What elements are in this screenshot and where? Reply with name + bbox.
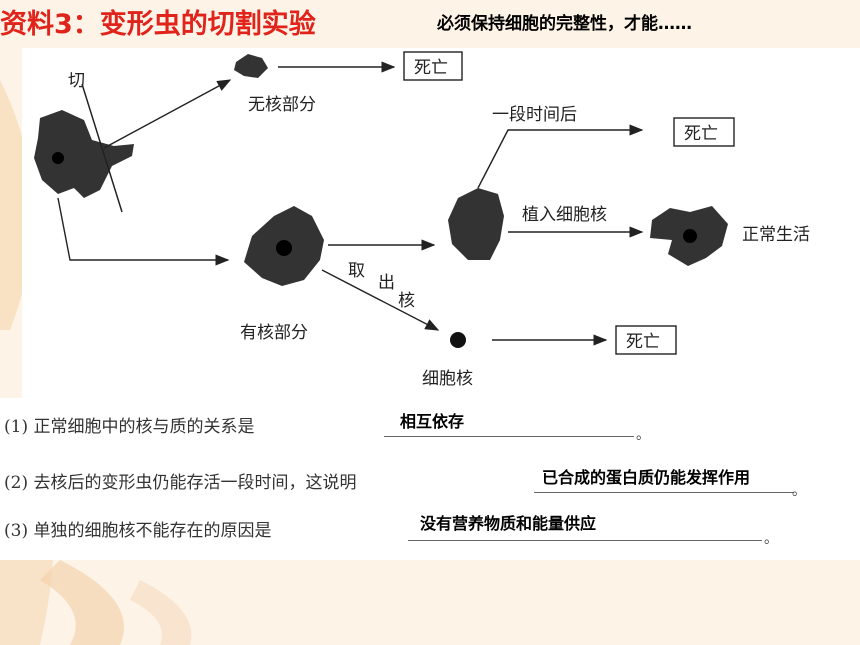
answer-3: 没有营养物质和能量供应	[420, 514, 597, 533]
restored-cell-nucleus	[683, 229, 697, 243]
enucleated-cell	[448, 188, 504, 260]
answer-line-3	[408, 540, 762, 541]
arrow-remove-nucleus	[321, 269, 440, 331]
page-title: 资料3：变形虫的切割实验	[0, 9, 316, 40]
cut-label: 切	[68, 71, 85, 91]
arrow-after-time	[477, 124, 644, 189]
isolated-nucleus	[450, 332, 466, 348]
answer-2: 已合成的蛋白质仍能发挥作用	[542, 468, 751, 487]
period-2: 。	[792, 483, 806, 499]
normal-label: 正常生活	[742, 225, 810, 245]
cut-line	[81, 83, 123, 213]
amoeba-original	[34, 110, 134, 198]
period-3: 。	[764, 531, 778, 547]
death-label-3: 死亡	[626, 332, 660, 352]
question-3: (3) 单独的细胞核不能存在的原因是	[4, 521, 272, 541]
answer-1: 相互依存	[400, 412, 465, 431]
page-subtitle: 必须保持细胞的完整性，才能……	[437, 14, 692, 34]
remove-label-3: 核	[398, 291, 415, 311]
remove-label-1: 取	[348, 261, 365, 281]
arrow-to-anucleate	[103, 79, 232, 149]
death-label-1: 死亡	[414, 58, 448, 78]
after-time-label: 一段时间后	[492, 105, 577, 125]
death-box-3	[615, 325, 677, 355]
death-label-2: 死亡	[684, 124, 718, 144]
amoeba-original-nucleus	[52, 152, 64, 164]
death-box-2	[673, 117, 735, 147]
remove-label-2: 出	[378, 273, 395, 293]
anucleate-label: 无核部分	[248, 95, 316, 115]
nucleus-label: 细胞核	[422, 369, 473, 389]
question-panel: (1) 正常细胞中的核与质的关系是 相互依存 。 (2) 去核后的变形虫仍能存活…	[0, 398, 860, 560]
implant-label: 植入细胞核	[522, 205, 607, 225]
death-box-1	[403, 51, 463, 81]
period-1: 。	[636, 427, 650, 443]
arrow-to-nucleate	[57, 197, 230, 266]
diagram-canvas: 切 无核部分 死亡 有核部分 一段时间后 死亡 植入细胞核 正常生活 取 出 核	[34, 51, 810, 389]
nucleate-label: 有核部分	[240, 323, 308, 343]
question-1: (1) 正常细胞中的核与质的关系是	[4, 417, 255, 437]
answer-line-1	[384, 436, 634, 437]
question-2: (2) 去核后的变形虫仍能存活一段时间，这说明	[4, 473, 357, 493]
anucleate-fragment	[234, 54, 268, 78]
answer-line-2	[534, 492, 794, 493]
amoeba-cutting-diagram: 切 无核部分 死亡 有核部分 一段时间后 死亡 植入细胞核 正常生活 取 出 核	[22, 48, 860, 398]
nucleate-part-nucleus	[276, 240, 292, 256]
